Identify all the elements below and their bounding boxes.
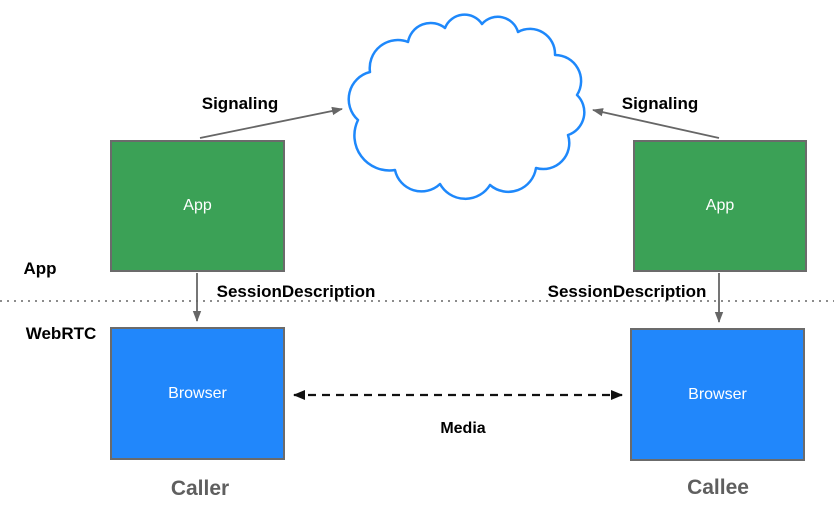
callee-app-node: App: [633, 140, 807, 272]
callee-browser-node: Browser: [630, 328, 805, 461]
caller-browser-label: Browser: [168, 384, 227, 402]
callee-caption: Callee: [687, 476, 749, 499]
webrtc-layer-label: WebRTC: [25, 324, 97, 343]
caller-app-label: App: [183, 197, 212, 214]
session-description-label-right: SessionDescription: [547, 282, 707, 301]
signaling-label-right: Signaling: [621, 94, 699, 113]
signaling-label-left: Signaling: [201, 94, 279, 113]
media-label: Media: [440, 420, 486, 437]
signaling-arrow-right: [592, 108, 720, 139]
signaling-server-cloud-icon: [347, 13, 586, 201]
caller-caption: Caller: [170, 477, 230, 500]
callee-app-label: App: [705, 197, 735, 214]
signaling-arrow-left: [199, 106, 343, 139]
app-layer-label: App: [23, 259, 57, 278]
callee-browser-label: Browser: [688, 385, 747, 403]
caller-browser-node: Browser: [110, 327, 285, 460]
session-description-label-left: SessionDescription: [216, 282, 376, 301]
caller-app-node: App: [110, 140, 285, 272]
